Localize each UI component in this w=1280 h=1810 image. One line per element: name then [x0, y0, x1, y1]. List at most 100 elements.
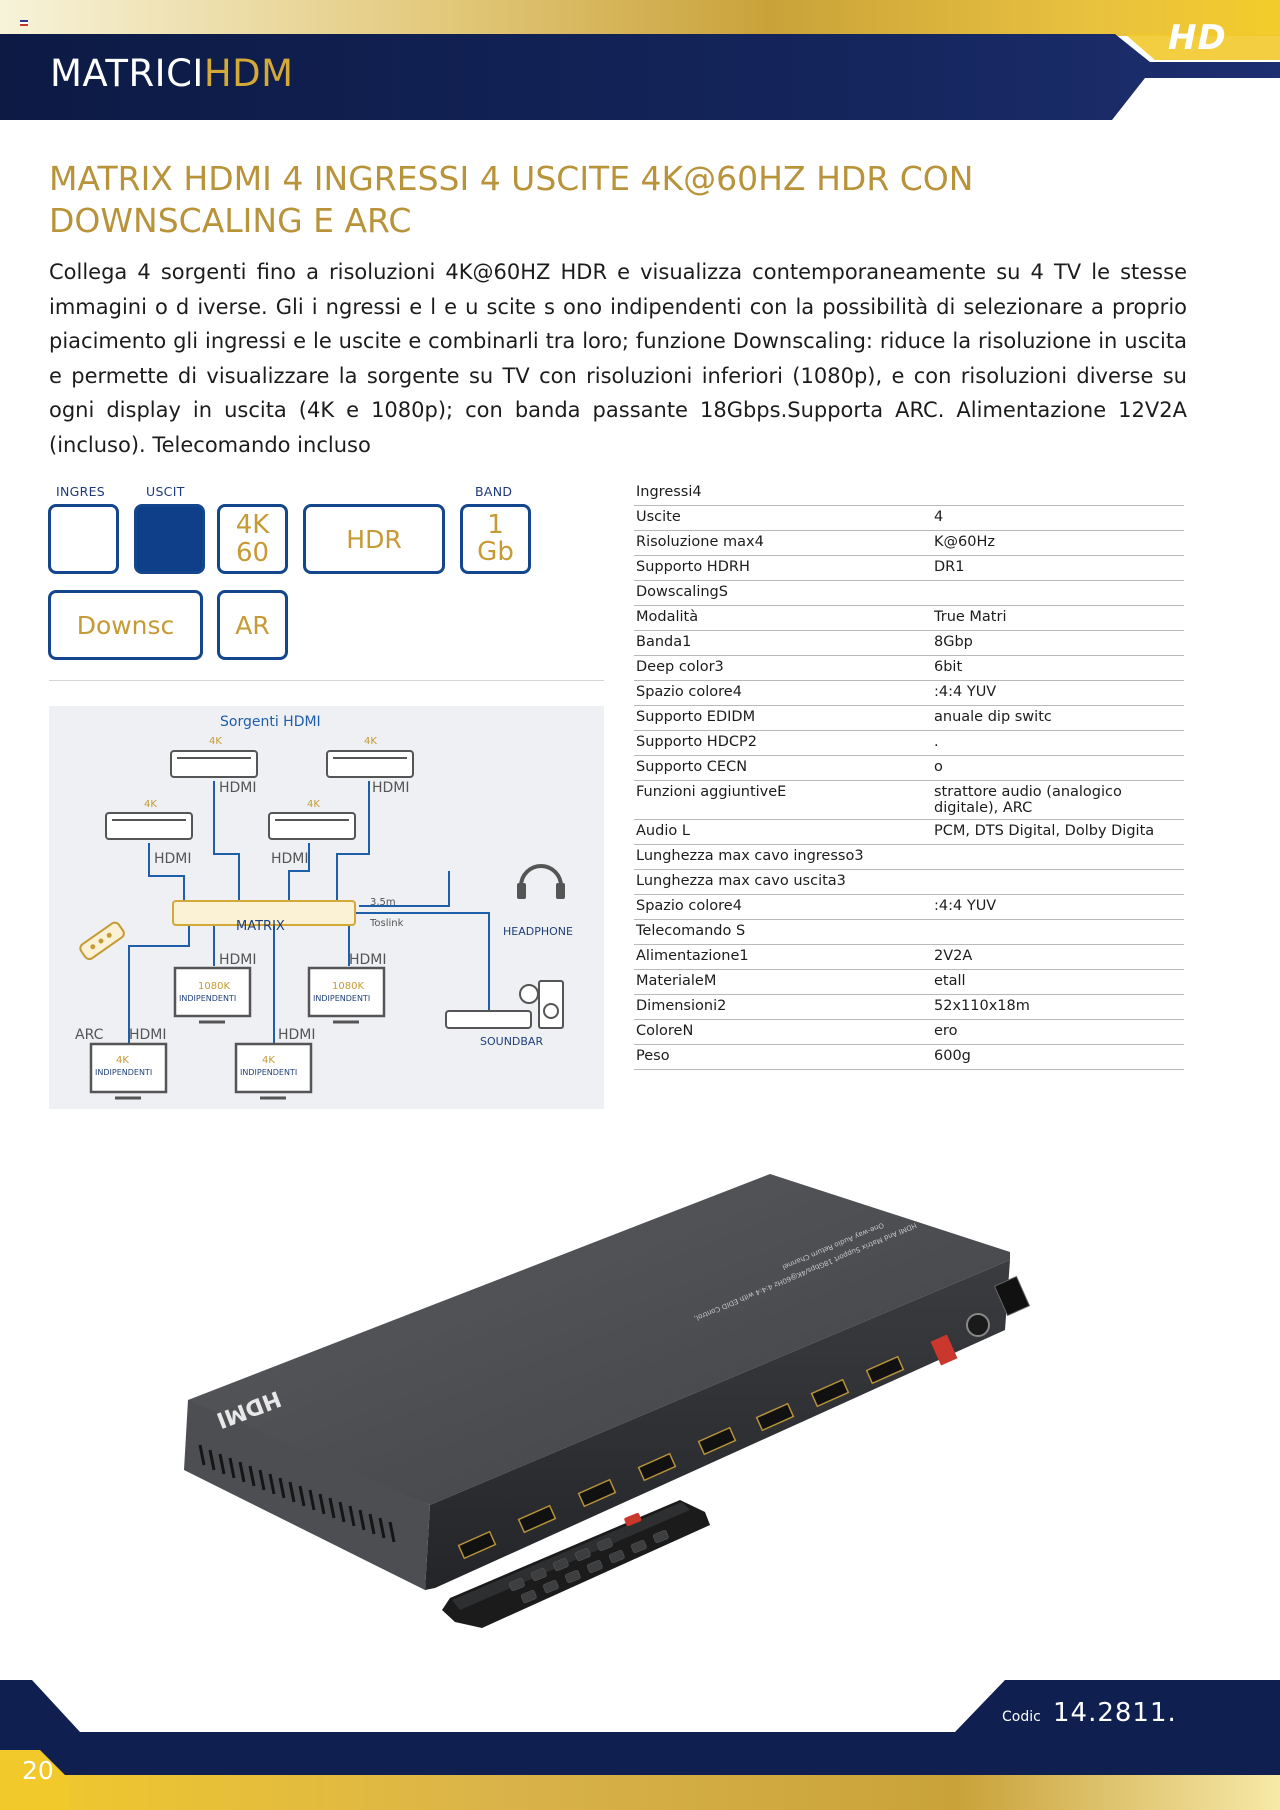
ingressi-icon: [48, 504, 119, 574]
spec-row: Modalità True Matri: [634, 607, 1184, 631]
section-accent: HDM: [203, 52, 294, 95]
toslink-label: Toslink: [369, 918, 404, 929]
hd-logo: HD: [1168, 18, 1227, 58]
spec-value: etall: [934, 973, 966, 989]
section-title: MATRICIHDM: [50, 52, 294, 95]
power-switch: [993, 1275, 1030, 1317]
downscaling-label: Downsc: [76, 610, 175, 640]
spec-row: Deep color3 6bit: [634, 657, 1184, 681]
spec-value: DR1: [934, 559, 965, 575]
spec-row: Spazio colore4:4:4 YUV: [634, 896, 1184, 920]
spec-value: 4: [934, 509, 944, 525]
spec-label: Modalità: [636, 609, 699, 625]
spec-value: 600g: [934, 1048, 971, 1064]
headphone-icon: [519, 864, 563, 887]
header-banner: [0, 34, 1280, 120]
spec-label: Supporto EDIDM: [636, 709, 756, 725]
matrix-front-panel: [425, 1260, 1010, 1590]
spec-label: Telecomando S: [636, 923, 746, 939]
tv-res-2: 1080K: [332, 981, 364, 992]
spec-label: Supporto HDRH: [636, 559, 750, 575]
hdmi-label-5: HDMI: [219, 952, 257, 968]
matrix-label: MATRIX: [236, 919, 285, 934]
spec-row: Lunghezza max cavo ingresso3: [634, 846, 1184, 870]
spec-row: Funzioni aggiuntiveE strattore audio (ana…: [634, 782, 1184, 820]
page-number: 20: [22, 1756, 54, 1785]
spec-row: Supporto EDIDM anuale dip switc: [634, 707, 1184, 731]
spec-label: Lunghezza max cavo ingresso3: [636, 848, 864, 864]
spec-value: anuale dip switc: [934, 709, 1052, 725]
hdmi-label-3: HDMI: [154, 851, 192, 867]
hdr-icon: HDR: [303, 504, 445, 574]
tv-indip-2: INDIPENDENTI: [313, 994, 370, 1003]
res-label-4: 4K: [307, 799, 320, 810]
label-ingressi: INGRES: [56, 484, 106, 499]
hdmi-source-devices: [105, 750, 414, 840]
spec-value: 6bit: [934, 659, 963, 675]
label-band: BAND: [475, 484, 513, 499]
tv-res-3: 4K: [116, 1055, 129, 1066]
hdr-label: HDR: [346, 524, 402, 554]
remote-control: [442, 1500, 710, 1628]
band-top: 1: [487, 510, 504, 540]
connection-diagram: Sorgenti HDMI 4K 4K 4K 4K HDMI HDMI HDMI…: [75, 714, 573, 1100]
spec-label: Audio L: [636, 823, 690, 839]
spec-label: Uscite: [636, 509, 681, 525]
headphone-label: HEADPHONE: [503, 925, 573, 938]
music-note-icon: [519, 984, 539, 1004]
divider: [49, 680, 604, 681]
spec-row: Ingressi4: [634, 482, 1184, 506]
hdmi-label-8: HDMI: [278, 1027, 316, 1043]
cable-length: 3,5m: [370, 897, 396, 908]
band-bottom: Gb: [477, 537, 514, 567]
arc-icon: AR: [217, 590, 288, 660]
product-code: 14.2811.: [1053, 1698, 1177, 1728]
product-description: Collega 4 sorgenti fino a risoluzioni 4K…: [49, 260, 1187, 457]
spec-label: Spazio colore4: [636, 898, 742, 914]
spec-label: Alimentazione1: [636, 948, 749, 964]
tv-res-4: 4K: [262, 1055, 275, 1066]
spec-label: Funzioni aggiuntiveE: [636, 784, 787, 800]
resolution-icon: 4K 60: [217, 504, 288, 574]
hdmi-label-4: HDMI: [271, 851, 309, 867]
spec-value-continued: digitale), ARC: [934, 800, 1033, 816]
uscite-icon: [134, 504, 205, 574]
header-gold-band: [0, 0, 1280, 36]
footer-banner: [0, 1680, 1280, 1810]
resolution-top: 4K: [235, 510, 270, 540]
downscaling-icon: Downsc: [48, 590, 203, 660]
spec-label: MaterialeM: [636, 973, 717, 989]
soundbar-icon: [445, 1010, 532, 1029]
diagram-title: Sorgenti HDMI: [220, 714, 321, 730]
spec-label: Deep color3: [636, 659, 724, 675]
spec-row: Spazio colore4:4:4 YUV: [634, 682, 1184, 706]
band-icon: 1 Gb: [460, 504, 531, 574]
spec-row: Dimensioni2 52x110x18m: [634, 996, 1184, 1020]
resolution-bottom: 60: [235, 538, 270, 568]
spec-label: Dimensioni2: [636, 998, 727, 1014]
spec-value: 2V2A: [934, 948, 973, 964]
spec-row: DowscalingS: [634, 582, 1184, 606]
flag-icon: [20, 20, 28, 26]
spec-value: ero: [934, 1023, 958, 1039]
spec-label: Supporto HDCP2: [636, 734, 757, 750]
res-label-1: 4K: [209, 736, 222, 747]
spec-label: Banda1: [636, 634, 692, 650]
tv-indip-1: INDIPENDENTI: [179, 994, 236, 1003]
spec-value: 52x110x18m: [934, 998, 1030, 1014]
spec-value: K@60Hz: [934, 534, 995, 550]
hdmi-ports: [457, 1355, 905, 1560]
res-label-3: 4K: [144, 799, 157, 810]
section-word: MATRICI: [50, 52, 204, 95]
matrix-box: [172, 900, 356, 926]
spec-label: DowscalingS: [636, 584, 728, 600]
spec-row: Alimentazione1 2V2A: [634, 946, 1184, 970]
tv-indip-3: INDIPENDENTI: [95, 1068, 152, 1077]
hdmi-label-7: HDMI: [129, 1027, 167, 1043]
spec-label: ColoreN: [636, 1023, 694, 1039]
spec-value: True Matri: [934, 609, 1007, 625]
spec-value: strattore audio (analogico: [934, 784, 1122, 800]
